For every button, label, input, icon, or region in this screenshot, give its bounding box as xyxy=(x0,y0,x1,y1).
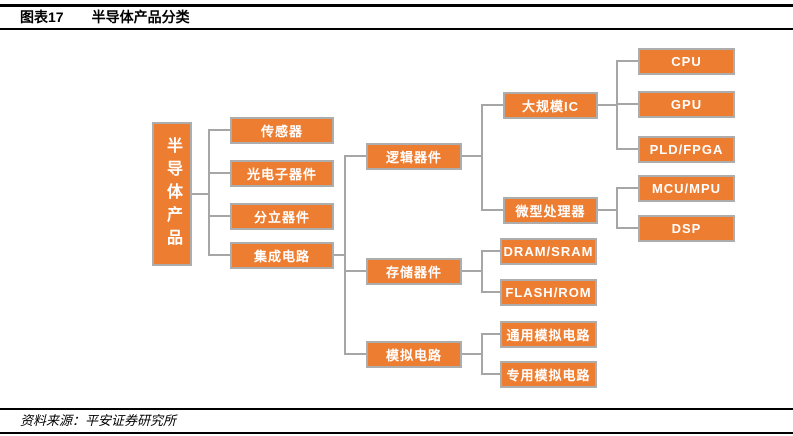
node-analog-circuits: 模拟电路 xyxy=(366,341,462,368)
top-rule xyxy=(0,4,793,7)
node-sensor: 传感器 xyxy=(230,117,334,144)
connector-line xyxy=(462,353,483,355)
connector-line xyxy=(344,155,366,157)
figure-title-text: 半导体产品分类 xyxy=(91,9,190,25)
connector-line xyxy=(192,193,209,195)
connector-line xyxy=(208,254,230,256)
figure-title: 图表17 半导体产品分类 xyxy=(20,6,190,28)
connector-line xyxy=(208,129,230,131)
node-integrated-circuits: 集成电路 xyxy=(230,242,334,269)
node-semiconductor-products: 半导体产品 xyxy=(152,122,192,266)
connector-line xyxy=(616,103,638,105)
connector-line xyxy=(598,104,618,106)
connector-line xyxy=(462,155,483,157)
node-discrete-devices: 分立器件 xyxy=(230,203,334,230)
node-memory-devices: 存储器件 xyxy=(366,258,462,285)
connector-line xyxy=(481,250,483,293)
title-underline-rule xyxy=(0,28,793,30)
connector-line xyxy=(481,291,500,293)
data-source-text: 资料来源：平安证券研究所 xyxy=(20,413,177,428)
node-general-analog-circuit: 通用模拟电路 xyxy=(500,321,597,348)
node-microprocessor: 微型处理器 xyxy=(503,197,598,224)
connector-line xyxy=(481,250,500,252)
node-gpu: GPU xyxy=(638,91,735,118)
connector-line xyxy=(208,129,210,256)
connector-line xyxy=(481,104,483,211)
connector-line xyxy=(334,254,346,256)
connector-line xyxy=(481,373,500,375)
connector-line xyxy=(616,227,638,229)
footer-rule xyxy=(0,408,793,410)
connector-line xyxy=(344,270,366,272)
connector-line xyxy=(462,270,483,272)
connector-line xyxy=(616,187,638,189)
connector-line xyxy=(208,172,230,174)
node-dsp: DSP xyxy=(638,215,735,242)
connector-line xyxy=(598,209,618,211)
connector-line xyxy=(616,187,618,229)
node-pld-fpga: PLD/FPGA xyxy=(638,136,735,163)
connector-line xyxy=(616,60,638,62)
node-flash-rom: FLASH/ROM xyxy=(500,279,597,306)
connector-line xyxy=(481,209,503,211)
connector-line xyxy=(481,333,483,375)
connector-line xyxy=(616,60,618,150)
connector-line xyxy=(481,104,503,106)
connector-line xyxy=(616,148,638,150)
figure-number-label: 图表17 xyxy=(20,9,64,25)
bottom-rule xyxy=(0,432,793,434)
connector-line xyxy=(344,155,346,355)
node-dram-sram: DRAM/SRAM xyxy=(500,238,597,265)
connector-line xyxy=(344,353,366,355)
node-mcu-mpu: MCU/MPU xyxy=(638,175,735,202)
connector-line xyxy=(208,215,230,217)
connector-line xyxy=(481,333,500,335)
node-special-analog-circuit: 专用模拟电路 xyxy=(500,361,597,388)
node-cpu: CPU xyxy=(638,48,735,75)
node-optoelectronic-devices: 光电子器件 xyxy=(230,160,334,187)
node-logic-devices: 逻辑器件 xyxy=(366,143,462,170)
node-large-scale-ic: 大规模IC xyxy=(503,92,598,119)
